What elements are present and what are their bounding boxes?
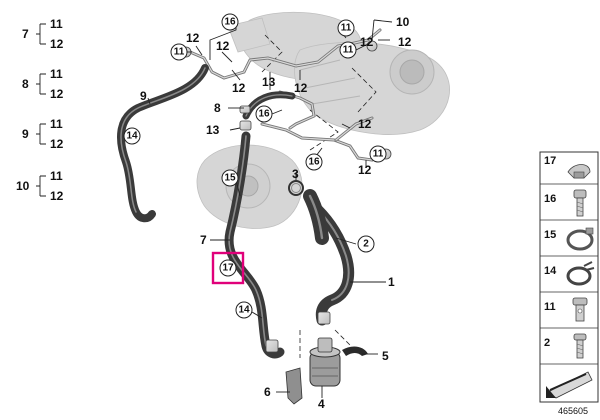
- left-group-labels: 7 11 12 8 11 12 9 11 12 10 11 12: [16, 17, 64, 203]
- legend-num-14: 14: [544, 265, 557, 277]
- bracket: [285, 367, 303, 405]
- legend-num-15: 15: [544, 229, 556, 241]
- callout-12-b: 12: [216, 39, 230, 53]
- callout-11-top: 11: [341, 23, 352, 34]
- group-10-sub-11: 11: [50, 169, 63, 183]
- legend-num-16: 16: [544, 193, 556, 205]
- callout-11-left: 11: [174, 47, 185, 58]
- hose-clamp-icon: [566, 227, 594, 251]
- callout-1: 1: [388, 275, 395, 289]
- callout-12-c: 12: [360, 35, 374, 49]
- group-8-label: 8: [22, 77, 29, 91]
- callout-8: 8: [214, 101, 221, 115]
- callout-17: 17: [222, 263, 234, 274]
- arrow-icon: [546, 371, 593, 399]
- plain-callouts: 12 12 10 12 12 13 12 12 9 8 13 12 12 3 7…: [140, 15, 412, 411]
- callout-16-mid: 16: [258, 109, 270, 120]
- left-group-brackets: [36, 23, 46, 197]
- group-9-label: 9: [22, 127, 29, 141]
- callout-7: 7: [200, 233, 207, 247]
- water-pump-ghost: [196, 144, 303, 229]
- highlight-box: [211, 251, 245, 285]
- callout-5: 5: [382, 349, 389, 363]
- callout-10: 10: [396, 15, 410, 29]
- callout-11-right: 11: [343, 45, 354, 56]
- legend-num-17: 17: [544, 155, 556, 167]
- spring-clamp-icon: [566, 261, 595, 286]
- group-7-label: 7: [22, 27, 29, 41]
- callout-14-lower: 14: [238, 305, 250, 316]
- callout-11-lower: 11: [373, 149, 384, 160]
- group-7-sub-11: 11: [50, 17, 63, 31]
- bolt-icon: [573, 189, 587, 217]
- circled-callouts: 16 11 11 11 16 11 16 14 15 2 17 14: [123, 13, 387, 319]
- group-9-sub-11: 11: [50, 117, 63, 131]
- callout-2: 2: [363, 239, 369, 250]
- callout-3: 3: [292, 167, 299, 181]
- legend-num-11: 11: [544, 301, 556, 313]
- callout-12-d: 12: [398, 35, 412, 49]
- callout-13-a: 13: [262, 75, 276, 89]
- dashed-brackets: [261, 34, 377, 358]
- group-8-sub-12: 12: [50, 87, 64, 101]
- callout-12-e: 12: [232, 81, 246, 95]
- callout-16-top: 16: [224, 17, 236, 28]
- group-8-sub-11: 11: [50, 67, 63, 81]
- callout-14-upper: 14: [126, 131, 138, 142]
- legend-num-2: 2: [544, 337, 550, 349]
- legend-panel: 17 16 15 14 11 2: [539, 151, 599, 403]
- callout-12-g: 12: [358, 117, 372, 131]
- group-9-sub-12: 12: [50, 137, 64, 151]
- group-7-sub-12: 12: [50, 37, 64, 51]
- callout-13-b: 13: [206, 123, 220, 137]
- callout-12-f: 12: [294, 81, 308, 95]
- callout-16-lower: 16: [308, 157, 320, 168]
- pump-holder: [342, 346, 368, 356]
- hollow-bolt-icon: [572, 297, 588, 322]
- callout-4: 4: [318, 397, 325, 411]
- group-10-sub-12: 12: [50, 189, 64, 203]
- group-10-label: 10: [16, 179, 30, 193]
- turbocharger-ghost: [227, 11, 450, 135]
- callout-12-h: 12: [358, 163, 372, 177]
- screw-icon: [573, 333, 587, 359]
- callout-15: 15: [224, 173, 236, 184]
- auxiliary-water-pump: [309, 337, 341, 387]
- callout-6: 6: [264, 385, 271, 399]
- callout-9: 9: [140, 89, 147, 103]
- leader-lines: [127, 19, 393, 398]
- callout-12-a: 12: [186, 31, 200, 45]
- diagram-id: 465605: [558, 406, 588, 416]
- clip-icon: [567, 164, 591, 179]
